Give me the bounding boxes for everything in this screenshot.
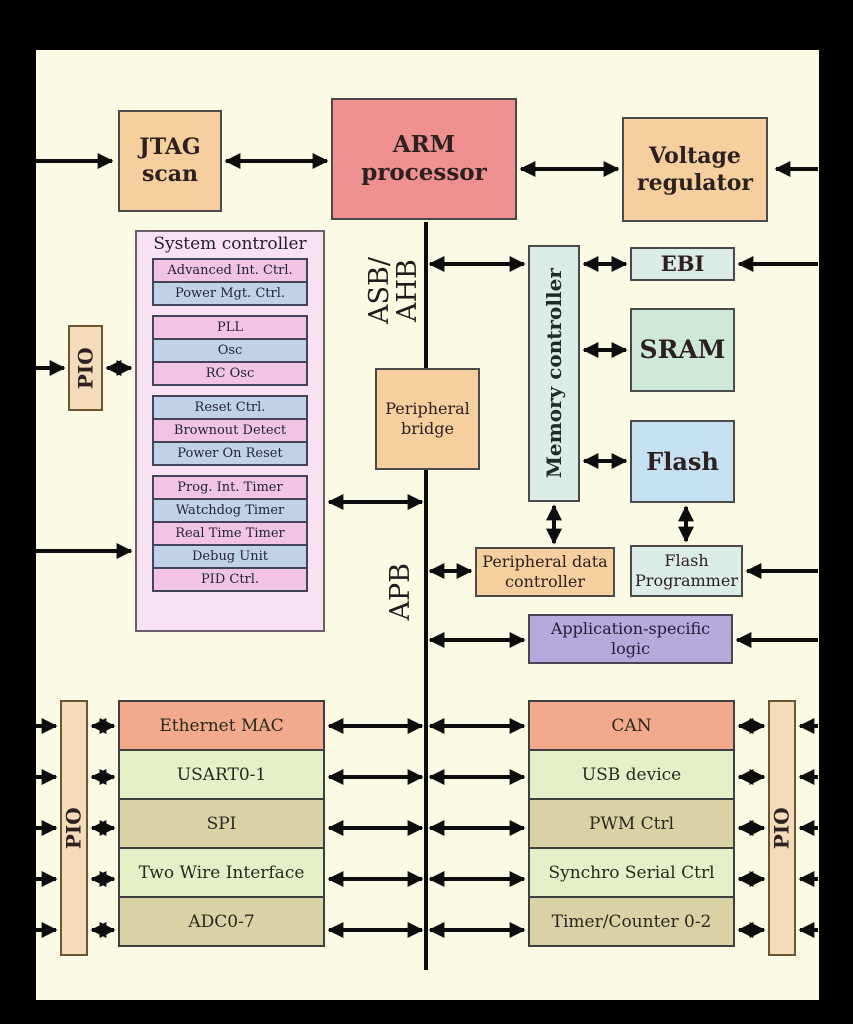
memory-controller-block: Memory controller: [528, 245, 580, 502]
sysctrl-item-pll: PLL: [152, 315, 308, 340]
peripheral-timer-counter: Timer/Counter 0-2: [528, 896, 735, 947]
system-controller-group-interrupt: Advanced Int. Ctrl. Power Mgt. Ctrl.: [152, 258, 308, 306]
asb-ahb-bus-label: ASB/ AHB: [343, 241, 443, 341]
pio-block-bottom-left: PIO: [60, 700, 88, 956]
system-controller-group-clocks: PLL Osc RC Osc: [152, 315, 308, 386]
sysctrl-item-power-on-reset: Power On Reset: [152, 441, 308, 466]
sysctrl-item-pid-ctrl: PID Ctrl.: [152, 567, 308, 592]
voltage-regulator-block: Voltage regulator: [622, 117, 768, 222]
system-controller-group-timers: Prog. Int. Timer Watchdog Timer Real Tim…: [152, 475, 308, 592]
peripheral-stack-right: CAN USB device PWM Ctrl Synchro Serial C…: [528, 700, 735, 947]
sysctrl-item-rc-osc: RC Osc: [152, 361, 308, 386]
sysctrl-item-power-mgt-ctrl: Power Mgt. Ctrl.: [152, 281, 308, 306]
peripheral-usart: USART0-1: [118, 749, 325, 800]
apb-bus-label-text: APB: [385, 563, 417, 621]
peripheral-usb-device: USB device: [528, 749, 735, 800]
peripheral-adc: ADC0-7: [118, 896, 325, 947]
pio-label: PIO: [73, 347, 98, 389]
sysctrl-item-real-time-timer: Real Time Timer: [152, 521, 308, 546]
asb-ahb-bus-label-text: ASB/ AHB: [363, 257, 422, 325]
system-controller-group-reset: Reset Ctrl. Brownout Detect Power On Res…: [152, 395, 308, 466]
system-controller-title: System controller: [153, 234, 307, 254]
wire-group: [36, 153, 818, 970]
peripheral-synchro-serial-ctrl: Synchro Serial Ctrl: [528, 847, 735, 898]
flash-programmer-block: Flash Programmer: [630, 545, 743, 597]
peripheral-can: CAN: [528, 700, 735, 751]
peripheral-stack-left: Ethernet MAC USART0-1 SPI Two Wire Inter…: [118, 700, 325, 947]
pio-block-bottom-right: PIO: [768, 700, 796, 956]
peripheral-spi: SPI: [118, 798, 325, 849]
peripheral-data-controller-block: Peripheral data controller: [475, 547, 615, 597]
sysctrl-item-brownout-detect: Brownout Detect: [152, 418, 308, 443]
pio-label: PIO: [769, 807, 794, 849]
system-controller-block: System controller Advanced Int. Ctrl. Po…: [135, 230, 325, 632]
flash-block: Flash: [630, 420, 735, 503]
pio-label: PIO: [61, 807, 86, 849]
sysctrl-item-prog-int-timer: Prog. Int. Timer: [152, 475, 308, 500]
peripheral-two-wire-interface: Two Wire Interface: [118, 847, 325, 898]
sysctrl-item-debug-unit: Debug Unit: [152, 544, 308, 569]
jtag-scan-block: JTAG scan: [118, 110, 222, 212]
peripheral-ethernet-mac: Ethernet MAC: [118, 700, 325, 751]
pio-block-upper-left: PIO: [68, 325, 103, 411]
sysctrl-item-advanced-int-ctrl: Advanced Int. Ctrl.: [152, 258, 308, 283]
ebi-block: EBI: [630, 247, 735, 281]
peripheral-bridge-block: Peripheral bridge: [375, 368, 480, 470]
application-specific-logic-block: Application-specific logic: [528, 614, 733, 664]
sysctrl-item-reset-ctrl: Reset Ctrl.: [152, 395, 308, 420]
sysctrl-item-osc: Osc: [152, 338, 308, 363]
sysctrl-item-watchdog-timer: Watchdog Timer: [152, 498, 308, 523]
arm-processor-block: ARM processor: [331, 98, 517, 220]
apb-bus-label: APB: [351, 542, 451, 642]
memory-controller-label: Memory controller: [541, 268, 566, 479]
sram-block: SRAM: [630, 308, 735, 392]
peripheral-pwm-ctrl: PWM Ctrl: [528, 798, 735, 849]
